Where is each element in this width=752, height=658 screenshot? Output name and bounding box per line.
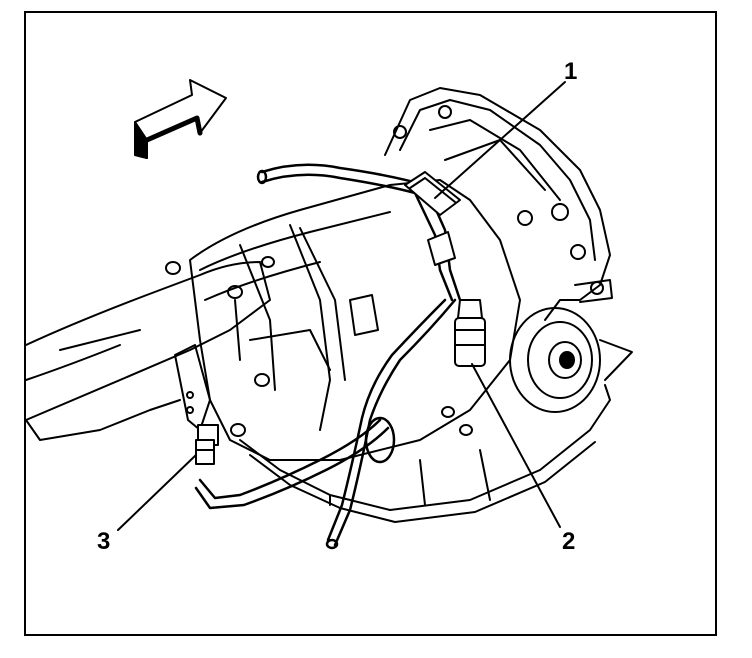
leader-lines [117,81,566,531]
front-arrow-icon [134,79,227,159]
leader-line-3 [117,454,197,531]
leader-line-1 [434,81,566,199]
sensor-3 [174,344,219,465]
bell-housing [384,87,613,321]
converter-hub [509,307,633,413]
connector-1 [404,171,461,266]
transmission-case [165,179,521,461]
callout-3: 3 [97,528,111,555]
connector-2 [454,299,486,367]
callout-2: 2 [562,528,576,555]
leader-line-2 [471,363,561,528]
diagram-frame [24,11,717,636]
tail-housing [25,261,271,441]
oil-pan [239,384,611,523]
callout-1: 1 [564,58,578,85]
